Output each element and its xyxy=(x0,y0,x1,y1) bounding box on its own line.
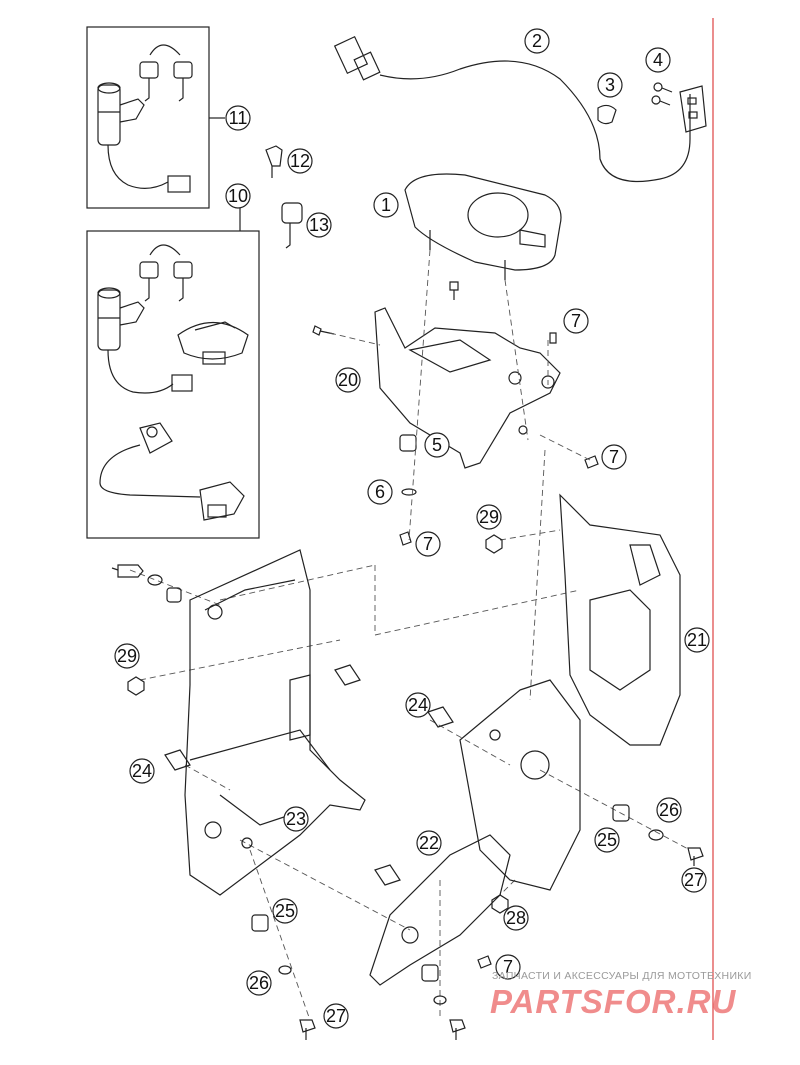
svg-text:27: 27 xyxy=(326,1006,346,1026)
callout-28: 28 xyxy=(503,905,529,931)
callout-7-bottom: 7 xyxy=(495,954,521,980)
callout-25-left: 25 xyxy=(272,898,298,924)
svg-text:29: 29 xyxy=(479,507,499,527)
callout-6: 6 xyxy=(367,479,393,505)
svg-text:4: 4 xyxy=(653,50,663,70)
callout-7-center: 7 xyxy=(415,531,441,557)
svg-text:24: 24 xyxy=(132,761,152,781)
svg-text:20: 20 xyxy=(338,370,358,390)
svg-text:13: 13 xyxy=(309,215,329,235)
callout-22: 22 xyxy=(416,830,442,856)
svg-text:6: 6 xyxy=(375,482,385,502)
callout-26-left: 26 xyxy=(246,970,272,996)
svg-text:1: 1 xyxy=(381,195,391,215)
ignition-lock-kit-11 xyxy=(86,26,225,209)
callout-7-top: 7 xyxy=(563,308,589,334)
washer-6 xyxy=(401,488,417,496)
callouts: 1 2 3 4 5 6 7 7 7 7 10 11 12 13 20 21 22… xyxy=(114,28,710,1029)
svg-text:2: 2 xyxy=(532,31,542,51)
callout-26-right: 26 xyxy=(656,797,682,823)
callout-29-center: 29 xyxy=(476,504,502,530)
callout-1: 1 xyxy=(373,192,399,218)
dashboard-bracket-20 xyxy=(374,307,561,469)
svg-text:7: 7 xyxy=(571,311,581,331)
svg-text:27: 27 xyxy=(684,870,704,890)
callout-13: 13 xyxy=(306,212,332,238)
rubber-grommet-5 xyxy=(399,434,417,452)
svg-text:24: 24 xyxy=(408,695,428,715)
watermark-logo: PARTSFOR.RU xyxy=(490,983,737,1020)
callout-25-right: 25 xyxy=(594,827,620,853)
callout-7-right: 7 xyxy=(601,444,627,470)
callout-24-left: 24 xyxy=(129,758,155,784)
bolt-12 xyxy=(265,145,283,178)
svg-text:3: 3 xyxy=(605,75,615,95)
svg-text:11: 11 xyxy=(229,108,248,128)
svg-text:22: 22 xyxy=(419,833,439,853)
svg-text:5: 5 xyxy=(432,435,442,455)
callout-21: 21 xyxy=(684,627,710,653)
screws-4 xyxy=(651,82,707,133)
callout-27-left: 27 xyxy=(323,1003,349,1029)
svg-text:7: 7 xyxy=(609,447,619,467)
svg-text:26: 26 xyxy=(659,800,679,820)
svg-text:23: 23 xyxy=(286,809,306,829)
callout-11: 11 xyxy=(225,105,251,131)
callout-29-left: 29 xyxy=(114,643,140,669)
svg-text:25: 25 xyxy=(597,830,617,850)
callout-24-center: 24 xyxy=(405,692,431,718)
svg-text:7: 7 xyxy=(503,957,513,977)
hardware-items xyxy=(111,534,704,1040)
callout-20: 20 xyxy=(335,367,361,393)
callout-12: 12 xyxy=(287,148,313,174)
svg-text:25: 25 xyxy=(275,901,295,921)
assembly-lines xyxy=(129,249,691,1021)
svg-text:28: 28 xyxy=(506,908,526,928)
speedometer-1 xyxy=(404,173,562,280)
cable-clip-3 xyxy=(597,104,617,125)
callout-2: 2 xyxy=(524,28,550,54)
svg-text:29: 29 xyxy=(117,646,137,666)
callout-4: 4 xyxy=(645,47,671,73)
speed-sensor-cable-2 xyxy=(333,35,691,183)
callout-10: 10 xyxy=(225,183,251,209)
callout-3: 3 xyxy=(597,72,623,98)
callout-23: 23 xyxy=(283,806,309,832)
watermark-tagline: ЗАПЧАСТИ И АКСЕССУАРЫ ДЛЯ МОТОТЕХНИКИ xyxy=(492,970,752,982)
right-inner-panel-21 xyxy=(559,493,681,746)
svg-text:21: 21 xyxy=(687,630,707,650)
callout-27-right: 27 xyxy=(681,867,707,893)
svg-text:7: 7 xyxy=(423,534,433,554)
svg-text:12: 12 xyxy=(290,151,310,171)
callout-5: 5 xyxy=(424,432,450,458)
left-shroud-23 xyxy=(184,549,366,896)
svg-text:10: 10 xyxy=(228,186,248,206)
right-shroud-22 xyxy=(369,679,581,986)
key-blank-13 xyxy=(281,202,303,249)
svg-text:26: 26 xyxy=(249,973,269,993)
ignition-lock-kit-10 xyxy=(86,208,260,539)
